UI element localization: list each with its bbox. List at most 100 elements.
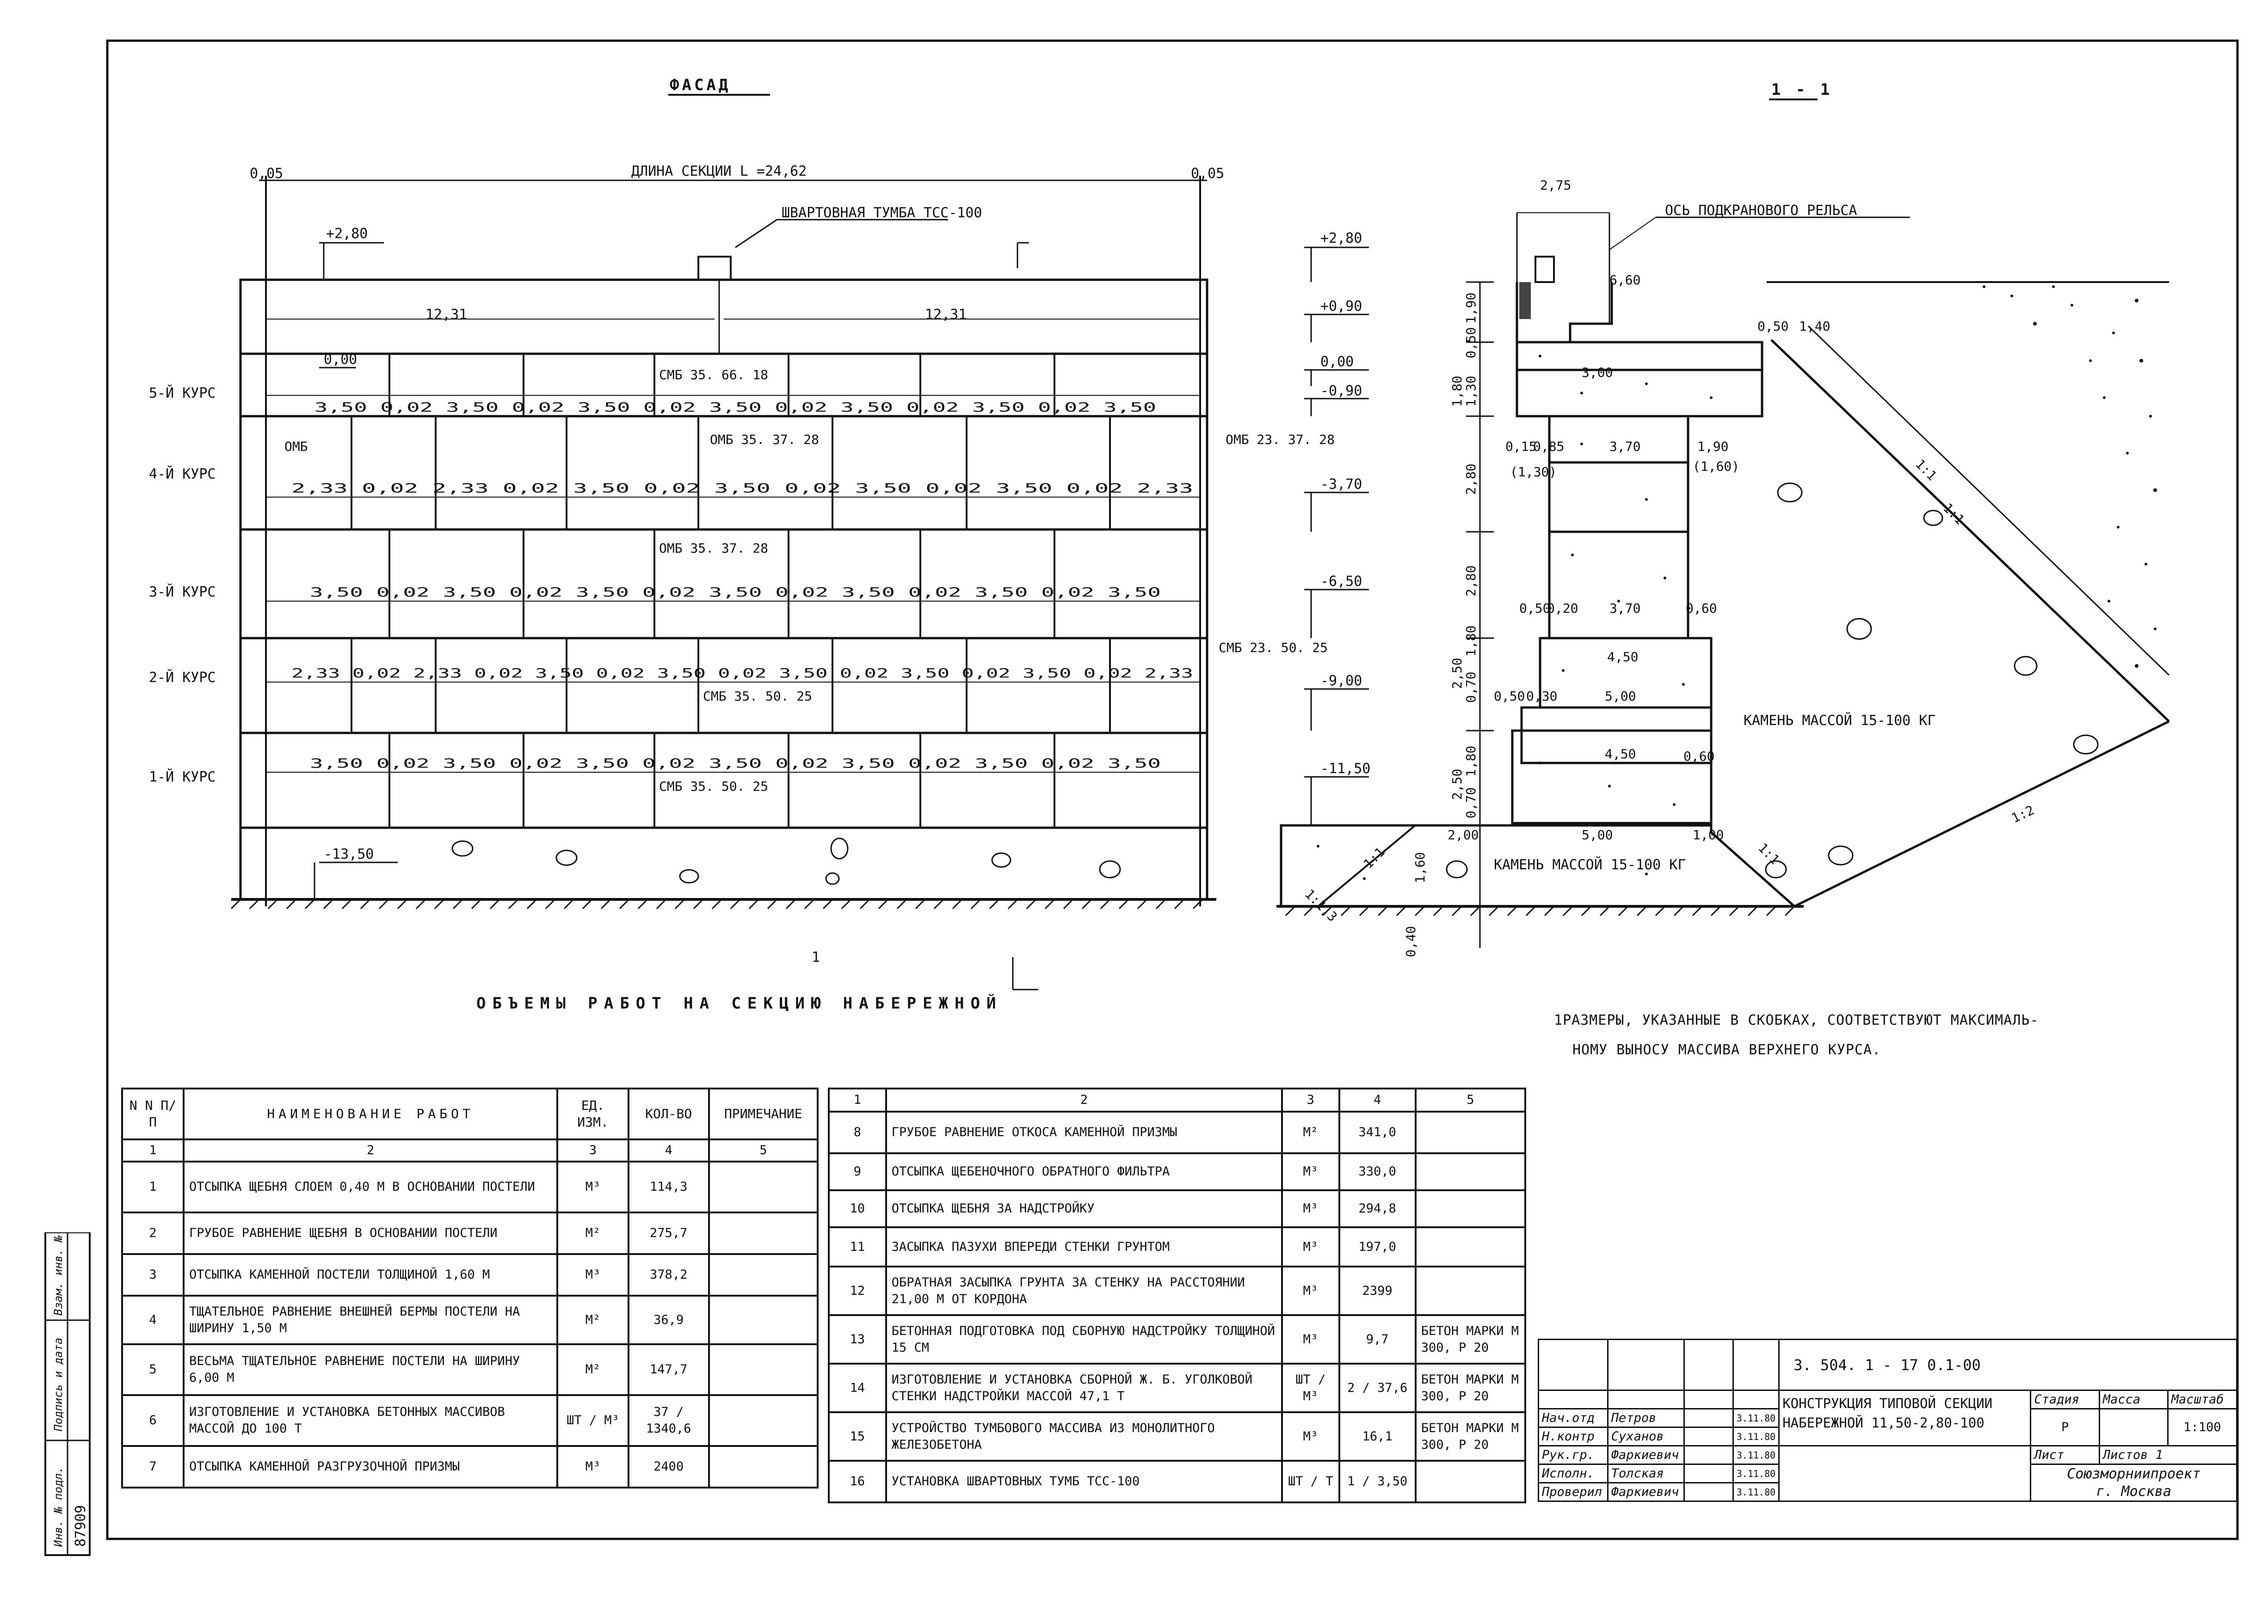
cell-name: ОТСЫПКА КАМЕННОЙ ПОСТЕЛИ ТОЛЩИНОЙ 1,60 М	[182, 1253, 559, 1297]
level-000: 0,00	[1320, 354, 1354, 370]
cell-note	[1414, 1266, 1527, 1316]
cell-name: ИЗГОТОВЛЕНИЕ И УСТАНОВКА СБОРНОЙ Ж. Б. У…	[885, 1363, 1283, 1413]
vdim-130: 1,30	[1463, 376, 1479, 407]
signer-date: 3.11.80	[1732, 1464, 1780, 1483]
th-unit: ЕД. ИЗМ.	[556, 1088, 629, 1140]
cell-name: УСТРОЙСТВО ТУМБОВОГО МАССИВА ИЗ МОНОЛИТН…	[885, 1411, 1283, 1462]
cell-qty: 197,0	[1338, 1226, 1417, 1267]
facade-top-level: +2,80	[326, 226, 368, 242]
cell-note	[708, 1161, 819, 1213]
vdim-160: 1,60	[1412, 852, 1428, 883]
vdim-180b: 1,80	[1463, 626, 1479, 657]
signer-role: Исполн.	[1538, 1464, 1609, 1483]
cell-unit: М²	[556, 1212, 629, 1255]
cell-note: БЕТОН МАРКИ М 300, Р 20	[1414, 1314, 1527, 1365]
hdim-015: 0,15	[1505, 439, 1536, 454]
stamp-sheets-label: Листов 1	[2098, 1445, 2238, 1465]
facade-offset-left: 0,05	[250, 166, 283, 182]
hdim-300: 3,00	[1582, 365, 1613, 380]
row1-dims: 3,50 0,02 3,50 0,02 3,50 0,02 3,50 0,02 …	[310, 756, 1161, 771]
stone-label-1: КАМЕНЬ МАССОЙ 15-100 КГ	[1744, 712, 1935, 729]
cell-note	[1414, 1152, 1527, 1191]
stamp-org-cell: Союзморниипроект г. Москва	[2030, 1464, 2237, 1502]
cell-n: 1	[121, 1161, 185, 1213]
cell-unit: М³	[556, 1161, 629, 1213]
hdim-060a: 0,60	[1686, 601, 1717, 616]
cell-qty: 2399	[1338, 1266, 1417, 1316]
table-row: 3 ОТСЫПКА КАМЕННОЙ ПОСТЕЛИ ТОЛЩИНОЙ 1,60…	[121, 1253, 819, 1297]
block-omb-top: ОМБ 35. 37. 28	[710, 432, 819, 447]
level-m650: -6,50	[1320, 573, 1362, 590]
block-smb-23-50: СМБ 23. 50. 25	[1219, 640, 1328, 655]
vdim-190: 1,90	[1463, 293, 1479, 324]
side-label-sign: Подпись и дата	[52, 1338, 65, 1432]
stamp-scale-label: Масштаб	[2167, 1390, 2238, 1409]
cell-name: ИЗГОТОВЛЕНИЕ И УСТАНОВКА БЕТОННЫХ МАССИВ…	[182, 1394, 559, 1447]
cell-n: 2	[121, 1212, 185, 1255]
cell-qty: 330,0	[1338, 1152, 1417, 1191]
course-label-1: 1-Й КУРС	[149, 769, 216, 785]
cell-name: ГРУБОЕ РАВНЕНИЕ ОТКОСА КАМЕННОЙ ПРИЗМЫ	[885, 1111, 1283, 1154]
cell-unit: М³	[1281, 1152, 1340, 1191]
cell-unit: ШТ / Т	[1281, 1460, 1340, 1503]
r-colnum-5: 5	[1414, 1088, 1527, 1113]
facade-zero-level: 0,00	[324, 351, 357, 368]
cell-n: 4	[121, 1295, 185, 1345]
signer-date: 3.11.80	[1732, 1408, 1780, 1428]
cell-note	[1414, 1460, 1527, 1503]
facade-section-length: ДЛИНА СЕКЦИИ L =24,62	[631, 163, 807, 179]
table-row: 6 ИЗГОТОВЛЕНИЕ И УСТАНОВКА БЕТОННЫХ МАСС…	[121, 1394, 819, 1447]
cell-name: ТЩАТЕЛЬНОЕ РАВНЕНИЕ ВНЕШНЕЙ БЕРМЫ ПОСТЕЛ…	[182, 1295, 559, 1345]
cell-unit: М³	[1281, 1411, 1340, 1462]
volumes-table-left: N N П/П НАИМЕНОВАНИЕ РАБОТ ЕД. ИЗМ. КОЛ-…	[121, 1088, 819, 1489]
course-label-3: 3-Й КУРС	[149, 584, 216, 600]
signer-name: Фаркиевич	[1607, 1482, 1685, 1502]
level-m090: -0,90	[1320, 383, 1362, 399]
cell-qty: 114,3	[627, 1161, 710, 1213]
cell-name: ОТСЫПКА КАМЕННОЙ РАЗГРУЗОЧНОЙ ПРИЗМЫ	[182, 1445, 559, 1489]
level-m370: -3,70	[1320, 476, 1362, 492]
block-omb: ОМБ	[284, 439, 308, 454]
cell-unit: М³	[556, 1253, 629, 1297]
cell-note	[1414, 1111, 1527, 1154]
table-row: 13 БЕТОННАЯ ПОДГОТОВКА ПОД СБОРНУЮ НАДСТ…	[828, 1314, 1527, 1365]
cell-unit: М³	[1281, 1314, 1340, 1365]
stamp-title: КОНСТРУКЦИЯ ТИПОВОЙ СЕКЦИИ НАБЕРЕЖНОЙ 11…	[1778, 1390, 2032, 1446]
colnum-2: 2	[182, 1138, 559, 1163]
cell-n: 12	[828, 1266, 887, 1316]
course-label-5: 5-Й КУРС	[149, 385, 216, 401]
colnum-5: 5	[708, 1138, 819, 1163]
signer-date: 3.11.80	[1732, 1482, 1780, 1502]
cell-note	[708, 1343, 819, 1396]
note-line-2: НОМУ ВЫНОСУ МАССИВА ВЕРХНЕГО КУРСА.	[1572, 1042, 1881, 1058]
hdim-450a: 4,50	[1607, 649, 1638, 664]
block-omb-37-28: ОМБ 35. 37. 28	[659, 541, 768, 556]
cell-qty: 275,7	[627, 1212, 710, 1255]
note-line-1: РАЗМЕРЫ, УКАЗАННЫЕ В СКОБКАХ, СООТВЕТСТВ…	[1563, 1012, 2039, 1028]
stamp-org: Союзморниипроект	[2067, 1465, 2201, 1482]
section-title: 1 - 1	[1771, 80, 1832, 99]
vdim-250b: 2,50	[1449, 769, 1465, 800]
cell-unit: М³	[1281, 1189, 1340, 1228]
bdim-500: 5,00	[1582, 827, 1613, 843]
hdim-020: 0,20	[1547, 601, 1578, 616]
cell-n: 13	[828, 1314, 887, 1365]
sheet-frame	[106, 39, 2239, 1540]
table-row: 12 ОБРАТНАЯ ЗАСЫПКА ГРУНТА ЗА СТЕНКУ НА …	[828, 1266, 1527, 1316]
vdim-050: 0,50	[1463, 327, 1479, 358]
block-omb-23: ОМБ 23. 37. 28	[1226, 432, 1335, 447]
cell-name: ОБРАТНАЯ ЗАСЫПКА ГРУНТА ЗА СТЕНКУ НА РАС…	[885, 1266, 1283, 1316]
facade-section-mark: 1	[812, 949, 820, 966]
sdim-050: 0,50	[1757, 319, 1788, 334]
cell-n: 10	[828, 1189, 887, 1228]
facade-offset-right: 0,05	[1191, 166, 1224, 182]
hdim-190: 1,90	[1697, 439, 1728, 454]
rail-axis-label: ОСЬ ПОДКРАНОВОГО РЕЛЬСА	[1665, 203, 1857, 219]
side-label-repl: Взам. инв. №	[52, 1236, 65, 1316]
side-inv-number: 87909	[73, 1505, 89, 1547]
th-qty: КОЛ-ВО	[627, 1088, 710, 1140]
colnum-1: 1	[121, 1138, 185, 1163]
side-label-inv: Инв. № подл.	[52, 1467, 65, 1547]
